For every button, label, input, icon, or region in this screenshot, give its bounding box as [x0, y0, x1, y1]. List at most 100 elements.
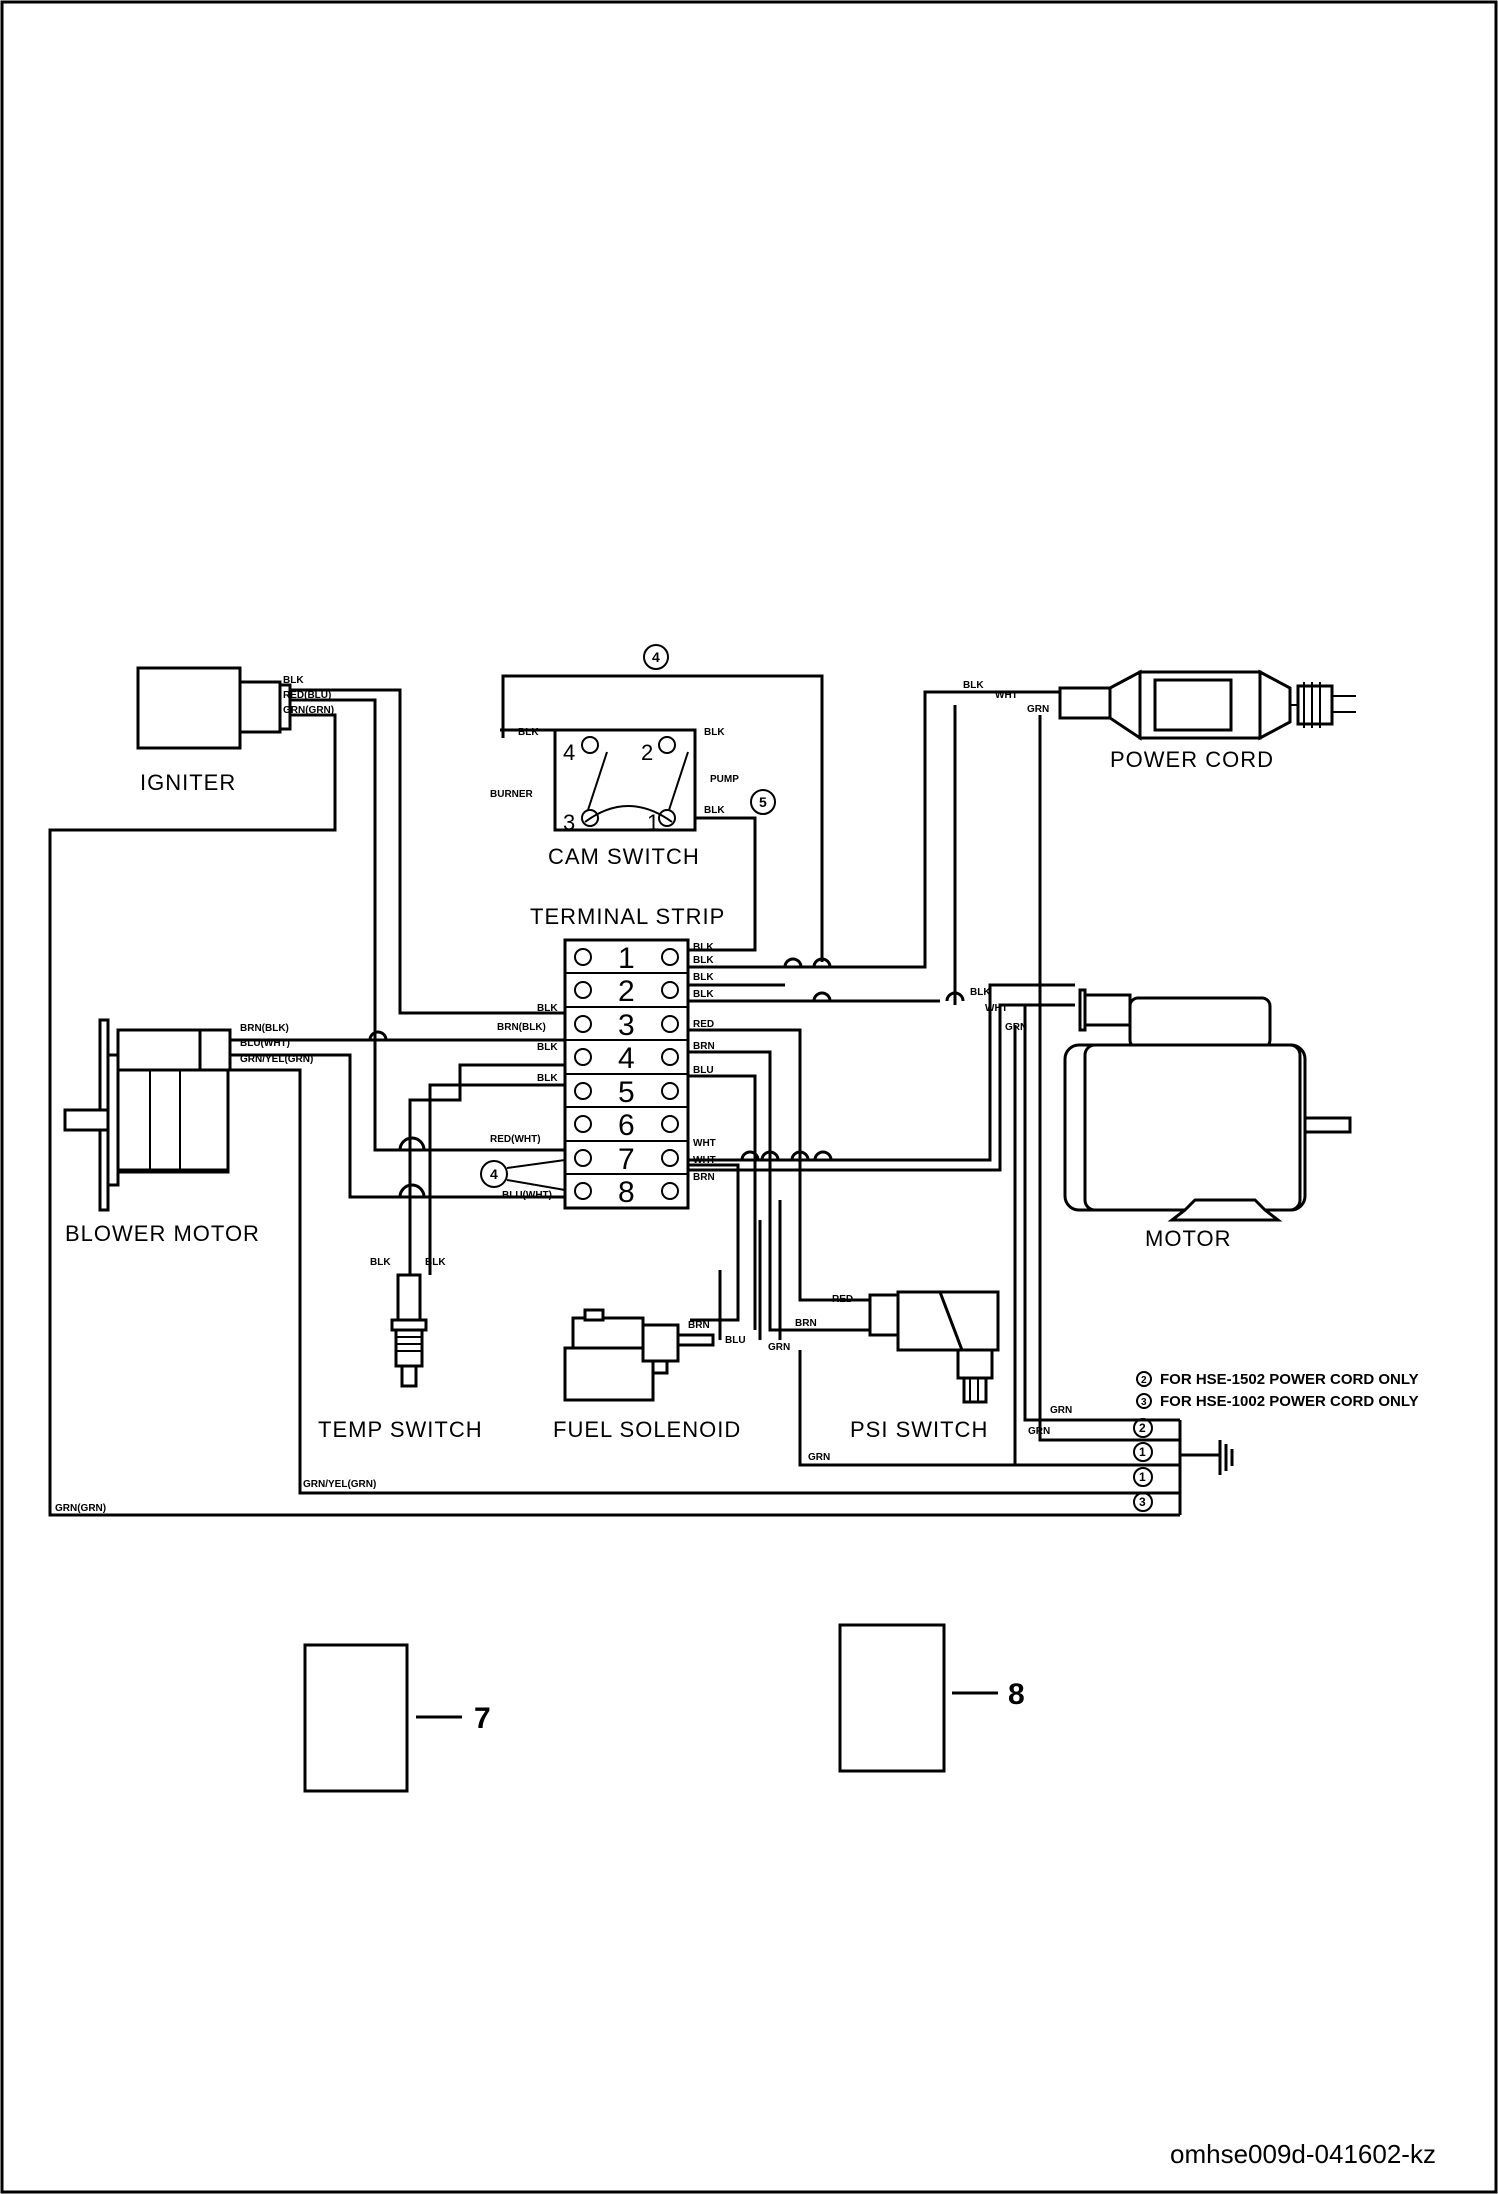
wire-label: GRN/YEL(GRN) [303, 1479, 376, 1490]
wire-label: GRN [768, 1342, 790, 1353]
note-marker-3-num: 3 [1141, 1397, 1147, 1408]
terminal-1: 1 [618, 942, 635, 975]
wire-label: BLK [704, 727, 725, 738]
wire-label: BRN [795, 1318, 817, 1329]
wire-label: BLK [283, 675, 304, 686]
blower-motor-label: BLOWER MOTOR [65, 1221, 260, 1246]
power-cord [1058, 669, 1356, 741]
terminal-8: 8 [618, 1176, 635, 1209]
wire-label: BLK [693, 942, 714, 953]
wire-label: BRN(BLK) [240, 1023, 289, 1034]
callout-8: 8 [1008, 1678, 1025, 1711]
wire-label: BRN(BLK) [497, 1022, 546, 1033]
marker-top [643, 644, 669, 670]
wire-label: RED(BLU) [283, 690, 331, 701]
callout-box-7 [303, 1643, 409, 1793]
wire-label: BLU [693, 1065, 714, 1076]
psi-switch [868, 1290, 1000, 1404]
terminal-7: 7 [618, 1143, 635, 1176]
note-hse-1002: FOR HSE-1002 POWER CORD ONLY [1160, 1393, 1419, 1410]
cam-terminal-4: 4 [563, 740, 576, 765]
wire-label: WHT [995, 690, 1018, 701]
wire-label: WHT [985, 1003, 1008, 1014]
wire-label: BRN [688, 1320, 710, 1331]
temp-switch [390, 1250, 432, 1388]
terminal-4: 4 [618, 1042, 635, 1075]
wire-label: GRN [1028, 1426, 1050, 1437]
wire-label: GRN(GRN) [283, 705, 334, 716]
wire-label: BLU [725, 1335, 746, 1346]
callout-7: 7 [474, 1702, 491, 1735]
wire-label: BLK [537, 1003, 558, 1014]
wire-label: BLK [693, 989, 714, 1000]
wire-label: BLK [963, 680, 984, 691]
wire-label: BLK [693, 972, 714, 983]
fuel-solenoid [563, 1308, 715, 1402]
wire-label: GRN [1005, 1022, 1027, 1033]
pump-label: PUMP [710, 774, 739, 785]
note-marker-2-num: 2 [1141, 1375, 1147, 1386]
wire-label: WHT [693, 1155, 716, 1166]
marker-cam-num: 5 [759, 794, 767, 810]
wire-label: RED(WHT) [490, 1134, 541, 1145]
wire-label: BLK [370, 1257, 391, 1268]
note-marker-3 [1136, 1393, 1152, 1409]
motor [1063, 988, 1352, 1222]
note-marker-2 [1136, 1371, 1152, 1387]
terminal-3: 3 [618, 1009, 635, 1042]
cam-switch [553, 728, 697, 832]
wire-label: GRN [1027, 704, 1049, 715]
wire-label: BLK [518, 727, 539, 738]
wire-crossovers [368, 957, 965, 1198]
wire-label: BRN [693, 1172, 715, 1183]
fuel-solenoid-label: FUEL SOLENOID [553, 1417, 741, 1442]
note-hse-1502: FOR HSE-1502 POWER CORD ONLY [1160, 1371, 1419, 1388]
cam-terminal-1: 1 [647, 810, 660, 835]
cam-terminal-2: 2 [641, 740, 654, 765]
wires [48, 674, 1234, 1517]
motor-label: MOTOR [1145, 1226, 1231, 1251]
wire-label: BLK [537, 1042, 558, 1053]
marker-top-num: 4 [652, 649, 660, 665]
callout-box-8 [838, 1623, 946, 1773]
terminal-5: 5 [618, 1076, 635, 1109]
ground-markers [1133, 1418, 1153, 1512]
marker-strip [480, 1160, 508, 1188]
terminal-strip [563, 938, 690, 1210]
wire-label: WHT [693, 1138, 716, 1149]
wire-label: GRN [808, 1452, 830, 1463]
marker-cam [750, 789, 776, 815]
wire-label: GRN(GRN) [55, 1503, 106, 1514]
wire-label: RED [693, 1019, 714, 1030]
marker-strip-num: 4 [490, 1166, 498, 1182]
temp-switch-label: TEMP SWITCH [318, 1417, 483, 1442]
igniter [136, 666, 292, 750]
wire-label: GRN [1050, 1405, 1072, 1416]
wire-label: BLK [693, 955, 714, 966]
wire-label: BRN [693, 1041, 715, 1052]
wire-label: GRN/YEL(GRN) [240, 1054, 313, 1065]
power-cord-label: POWER CORD [1110, 747, 1274, 772]
cam-terminal-3: 3 [563, 810, 576, 835]
ground-marker: 3 [1139, 1495, 1146, 1509]
igniter-label: IGNITER [140, 770, 236, 795]
wire-label: RED [832, 1294, 853, 1305]
ground-marker: 2 [1139, 1421, 1146, 1435]
ground-marker: 1 [1139, 1470, 1146, 1484]
wire-label: BLK [537, 1073, 558, 1084]
wire-label: BLK [704, 805, 725, 816]
cam-switch-label: CAM SWITCH [548, 844, 700, 869]
wire-label: BLK [970, 987, 991, 998]
wire-label: BLK [425, 1257, 446, 1268]
blower-motor [63, 1018, 232, 1212]
drawing-id: omhse009d-041602-kz [1170, 2139, 1436, 2169]
ground-marker: 1 [1139, 1445, 1146, 1459]
terminal-6: 6 [618, 1109, 635, 1142]
terminal-2: 2 [618, 975, 635, 1008]
psi-switch-label: PSI SWITCH [850, 1417, 988, 1442]
wire-label: BLU(WHT) [240, 1038, 290, 1049]
burner-label: BURNER [490, 789, 534, 800]
terminal-strip-label: TERMINAL STRIP [530, 904, 725, 929]
